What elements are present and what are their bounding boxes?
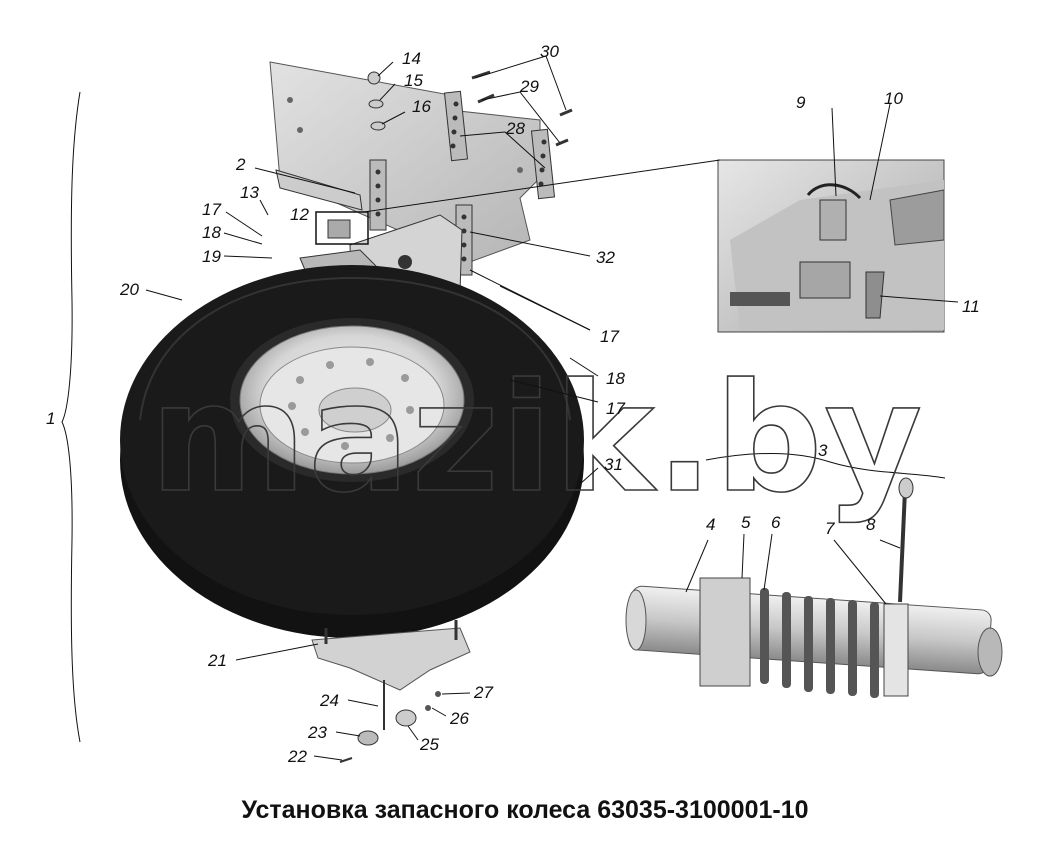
label-17-b: 17 bbox=[600, 327, 619, 346]
label-17-c: 17 bbox=[606, 399, 625, 418]
label-23: 23 bbox=[307, 723, 327, 742]
label-10: 10 bbox=[884, 89, 903, 108]
label-30: 30 bbox=[540, 42, 559, 61]
watermark: mazik.by bbox=[150, 352, 924, 526]
label-11: 11 bbox=[962, 297, 980, 316]
label-26: 26 bbox=[449, 709, 469, 728]
label-20: 20 bbox=[119, 280, 139, 299]
label-2: 2 bbox=[235, 155, 246, 174]
label-15: 15 bbox=[404, 71, 423, 90]
label-9: 9 bbox=[796, 93, 806, 112]
label-29: 29 bbox=[519, 77, 539, 96]
assembly-brace bbox=[61, 91, 81, 743]
label-8: 8 bbox=[866, 515, 876, 534]
label-14: 14 bbox=[402, 49, 421, 68]
diagram-title: Установка запасного колеса 63035-3100001… bbox=[241, 796, 809, 824]
label-6: 6 bbox=[771, 513, 781, 532]
label-18-b: 18 bbox=[606, 369, 625, 388]
bolts bbox=[367, 70, 573, 147]
label-24: 24 bbox=[319, 691, 339, 710]
part-labels: 1 2 3 4 5 6 7 8 9 10 11 12 13 14 15 16 1… bbox=[46, 42, 980, 766]
detail-inset bbox=[717, 159, 945, 333]
winch-shaft bbox=[625, 477, 1003, 698]
base-plate bbox=[311, 620, 471, 763]
label-32: 32 bbox=[596, 248, 615, 267]
label-7: 7 bbox=[825, 519, 835, 538]
leader-lines bbox=[145, 55, 959, 761]
label-19: 19 bbox=[202, 247, 221, 266]
cable bbox=[705, 452, 946, 479]
label-13: 13 bbox=[240, 183, 259, 202]
label-22: 22 bbox=[287, 747, 307, 766]
spare-tire bbox=[120, 265, 584, 638]
label-25: 25 bbox=[419, 735, 439, 754]
label-21: 21 bbox=[207, 651, 227, 670]
label-31: 31 bbox=[604, 455, 623, 474]
label-16: 16 bbox=[412, 97, 431, 116]
label-17-a: 17 bbox=[202, 200, 221, 219]
label-28: 28 bbox=[505, 119, 525, 138]
label-4: 4 bbox=[706, 515, 715, 534]
label-18-a: 18 bbox=[202, 223, 221, 242]
label-27: 27 bbox=[473, 683, 493, 702]
inset-leader bbox=[363, 159, 721, 213]
label-5: 5 bbox=[741, 513, 751, 532]
label-3: 3 bbox=[818, 441, 828, 460]
label-1: 1 bbox=[46, 409, 55, 428]
bracket-strips bbox=[369, 90, 556, 276]
label-12: 12 bbox=[290, 205, 309, 224]
